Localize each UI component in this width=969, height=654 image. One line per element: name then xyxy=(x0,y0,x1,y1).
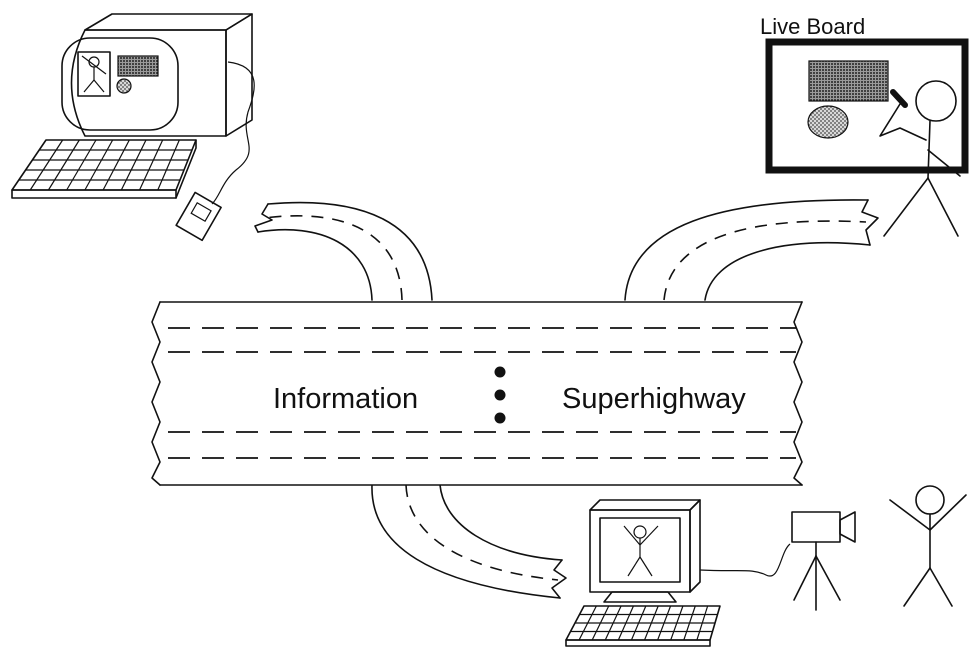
video-camera xyxy=(791,511,856,611)
keyboard-bottom xyxy=(565,605,721,647)
branch-road-bottom xyxy=(371,484,567,599)
ellipsis-dots xyxy=(494,366,506,424)
workstation-bottom xyxy=(565,499,791,647)
live-board xyxy=(765,38,969,174)
person-figure-bottom-right xyxy=(889,485,967,607)
workstation-top-left xyxy=(11,13,255,242)
road-label-superhighway: Superhighway xyxy=(562,383,746,415)
road-label-information: Information xyxy=(273,383,418,415)
superhighway-road xyxy=(151,301,803,486)
presenter-figure xyxy=(879,80,961,237)
mouse-device xyxy=(175,191,222,242)
branch-road-top-left xyxy=(254,201,433,301)
branch-road-top-right xyxy=(624,199,879,301)
live-board-label: Live Board xyxy=(760,14,865,39)
keyboard-top-left xyxy=(11,139,197,199)
